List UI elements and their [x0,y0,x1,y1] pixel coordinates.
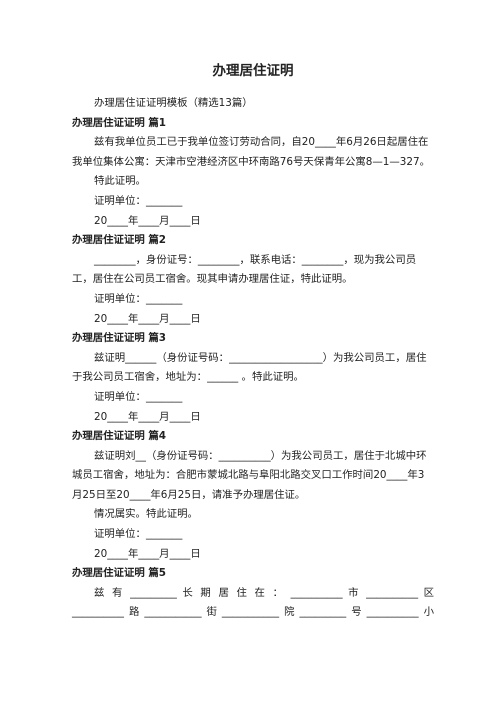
section-heading: 办理居住证证明 篇1 [72,116,166,129]
section-closing: 情况属实。特此证明。 [94,508,198,521]
certifying-unit: 证明单位：_______ [94,390,183,403]
section-heading: 办理居住证证明 篇2 [72,234,166,247]
section-body: 兹证明刘__（身份证号码：__________）为我公司员工，居住于北城中环城员… [72,449,427,501]
section-closing: 特此证明。 [94,175,146,188]
section-body: ________，身份证号：________，联系电话：________，现为我… [72,253,417,286]
certifying-unit: 证明单位：_______ [94,194,183,207]
certifying-unit: 证明单位：_______ [94,292,183,305]
certificate-date: 20____年____月____日 [94,312,201,325]
section-body-line: __________路___________街___________院_____… [72,606,434,619]
section-body: 兹证明______（身份证号码：__________________）为我公司员… [72,351,427,384]
certificate-date: 20____年____月____日 [94,547,201,560]
section-body-line: 兹 有 _________ 长 期 居 住 在 ： __________ 市 _… [94,586,434,599]
section-heading: 办理居住证证明 篇4 [72,430,166,443]
certificate-date: 20____年____月____日 [94,410,201,423]
section-body: 兹有我单位员工已于我单位签订劳动合同，自20____年6月26日起居住在我单位集… [72,136,430,168]
document-subtitle: 办理居住证证明模板（精选13篇） [94,97,253,109]
section-heading: 办理居住证证明 篇5 [72,567,166,580]
certificate-date: 20____年____月____日 [94,214,201,227]
document-title: 办理居住证明 [212,63,294,79]
certifying-unit: 证明单位：_______ [94,528,183,541]
section-heading: 办理居住证证明 篇3 [72,332,166,345]
